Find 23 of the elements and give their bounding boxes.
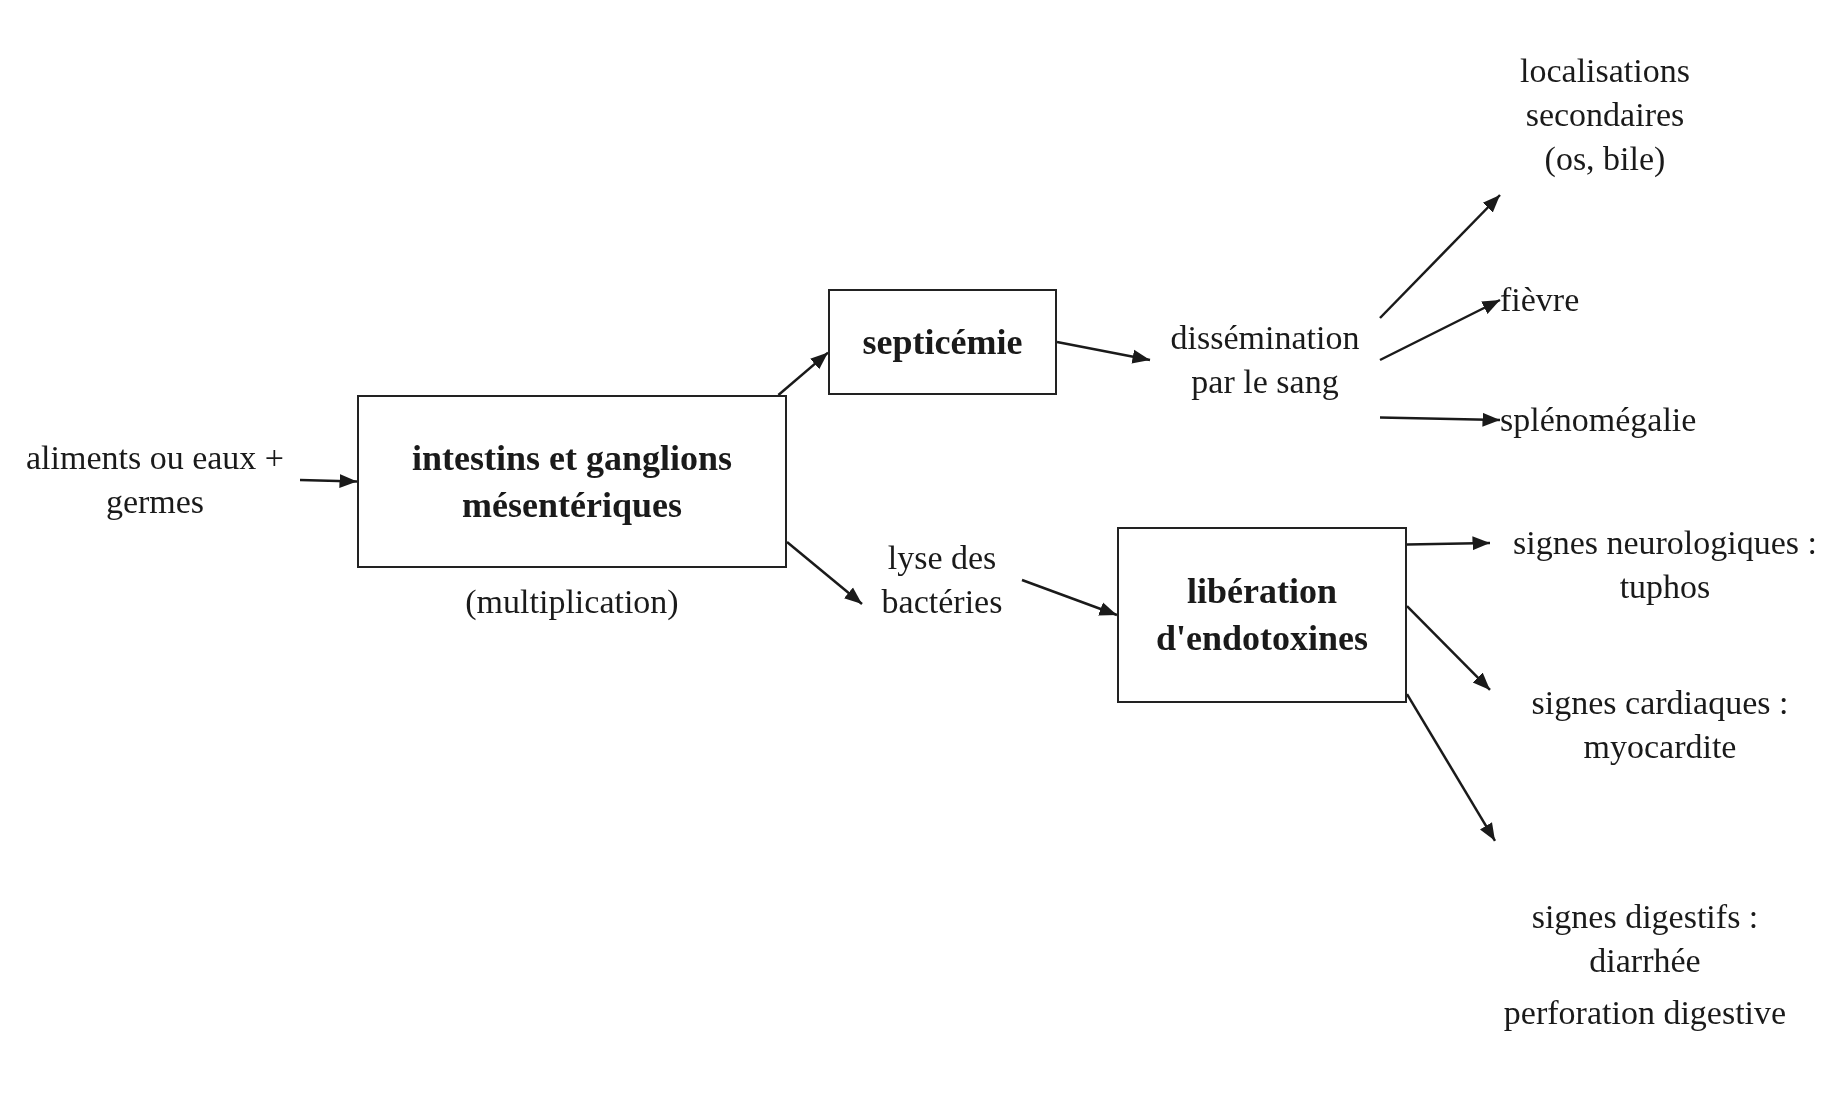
node-text: intestins et ganglions mésentériques bbox=[410, 436, 733, 527]
arrow bbox=[1406, 605, 1491, 691]
arrow bbox=[1379, 194, 1501, 319]
arrow bbox=[1379, 412, 1501, 427]
process-box: libération d'endotoxines bbox=[1117, 527, 1407, 703]
arrow bbox=[1021, 578, 1118, 617]
arrow bbox=[1056, 340, 1151, 364]
node-text: signes cardiaques : myocardite bbox=[1490, 660, 1830, 790]
node-text: dissémination par le sang bbox=[1150, 300, 1380, 420]
arrow bbox=[777, 351, 829, 396]
node-text: aliments ou eaux + germes bbox=[10, 430, 300, 530]
node-text: lyse des bactéries bbox=[862, 520, 1022, 640]
arrow bbox=[786, 541, 863, 605]
node-text: signes neurologiques : tuphos bbox=[1490, 500, 1840, 630]
node-text: localisations secondaires (os, bile) bbox=[1500, 15, 1710, 215]
node-text: splénomégalie bbox=[1500, 390, 1740, 450]
node-text: perforation digestive bbox=[1503, 993, 1787, 1034]
process-box: septicémie bbox=[828, 289, 1057, 395]
node-caption: (multiplication) bbox=[464, 582, 680, 622]
node-text: fièvre bbox=[1500, 270, 1630, 330]
arrow bbox=[1379, 298, 1501, 362]
arrow bbox=[299, 474, 358, 489]
arrow bbox=[1406, 536, 1491, 551]
